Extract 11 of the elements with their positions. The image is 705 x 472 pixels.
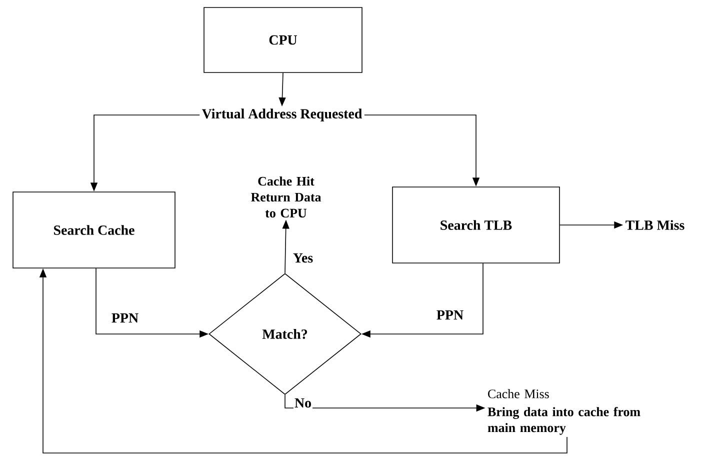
flow-text: Cache Hit Return Data to CPU — [250, 176, 322, 218]
edge-label: No — [293, 397, 313, 409]
edge-label: PPN — [435, 309, 465, 321]
flow-text: Virtual Address Requested — [202, 108, 362, 122]
edge-label: PPN — [110, 312, 140, 324]
flow-text: Cache Miss Bring data into cache from main memory — [488, 389, 640, 435]
flow-text: TLB Miss — [626, 220, 684, 230]
process-box: Search Cache — [12, 192, 176, 268]
edge-label: Yes — [292, 252, 314, 264]
process-box: CPU — [204, 7, 362, 73]
process-box: Search TLB — [392, 186, 560, 264]
